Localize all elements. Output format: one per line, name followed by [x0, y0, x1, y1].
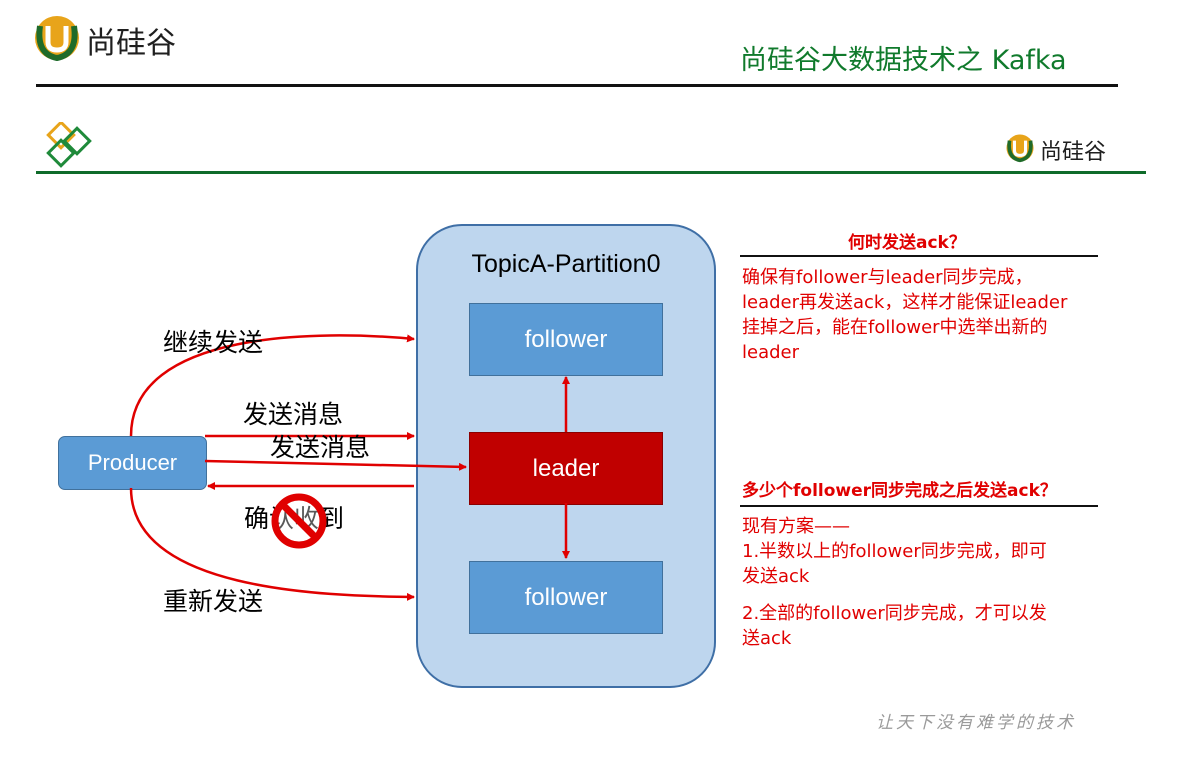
sub-header-divider: [36, 171, 1146, 174]
label-send-msg-2: 发送消息: [270, 433, 371, 462]
producer-box: Producer: [58, 436, 207, 490]
footer-slogan: 让天下没有难学的技术: [876, 713, 1076, 733]
label-resend: 重新发送: [163, 587, 264, 616]
prohibited-icon: [271, 493, 327, 549]
follower-bottom-box: follower: [469, 561, 663, 634]
question-2-rule: [740, 505, 1098, 507]
option-1-line: 发送ack: [742, 566, 810, 587]
sub-logo-u-icon: [1006, 134, 1034, 163]
question-1: 何时发送ack？: [848, 233, 966, 253]
label-send-msg-1: 发送消息: [243, 400, 344, 429]
question-2-body: 现有方案—— 1.半数以上的follower同步完成，即可 发送ack 2.全部…: [742, 514, 1122, 651]
diamond-logo-icon: [46, 122, 92, 168]
question-1-line: 挂掉之后，能在follower中选举出新的: [742, 317, 1048, 338]
question-2-intro: 现有方案——: [742, 516, 850, 537]
option-1-line: 1.半数以上的follower同步完成，即可: [742, 541, 1047, 562]
follower-top-box: follower: [469, 303, 663, 376]
header-divider: [36, 84, 1118, 87]
partition-title: TopicA-Partition0: [471, 250, 661, 278]
arrow-continue-send: [129, 334, 415, 437]
arrow-send-msg-2: [204, 459, 467, 471]
question-2: 多少个follower同步完成之后发送ack？: [742, 481, 1057, 501]
sub-logo-text: 尚硅谷: [1040, 140, 1107, 165]
logo-u-icon: [35, 16, 79, 62]
label-continue-send: 继续发送: [163, 328, 264, 357]
option-2-line: 2.全部的follower同步完成，才可以发: [742, 603, 1047, 624]
question-1-line: 确保有follower与leader同步完成，: [742, 267, 1033, 288]
question-1-line: leader再发送ack，这样才能保证leader: [742, 292, 1068, 313]
sub-logo: 尚硅谷: [1004, 132, 1134, 166]
arrow-resend: [129, 487, 415, 601]
logo: 尚硅谷: [32, 12, 232, 64]
logo-text: 尚硅谷: [86, 26, 176, 61]
slide-title: 尚硅谷大数据技术之 Kafka: [740, 45, 1067, 76]
question-1-line: leader: [742, 342, 800, 363]
option-2-line: 送ack: [742, 628, 792, 649]
question-1-rule: [740, 255, 1098, 257]
question-1-body: 确保有follower与leader同步完成， leader再发送ack，这样才…: [742, 265, 1122, 365]
leader-box: leader: [469, 432, 663, 505]
